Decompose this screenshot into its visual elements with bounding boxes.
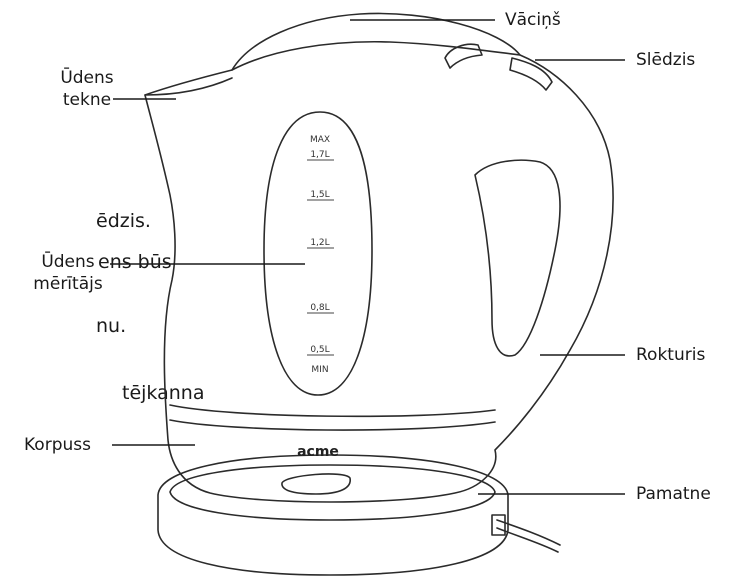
background-text-1: ēdzis. (96, 210, 151, 232)
front-indent (281, 473, 351, 495)
label-spout-line2: tekne (62, 90, 112, 110)
kettle-body-outline (144, 12, 614, 503)
gauge-mark-0-5: 0,5L (310, 345, 329, 355)
label-switch: Slēdzis (636, 50, 696, 70)
body-band-top (169, 404, 496, 418)
background-text-3: nu. (96, 315, 127, 337)
label-gauge: Ūdens mērītājs (28, 251, 108, 295)
lid-outline (231, 40, 521, 71)
power-cord (496, 519, 561, 546)
background-text-2: ens būs (98, 251, 172, 273)
handle-opening (474, 159, 561, 357)
switch-outline (509, 57, 553, 91)
label-base: Pamatne (636, 484, 711, 504)
base-top-ring (169, 464, 496, 521)
lid-button (444, 43, 483, 69)
label-body: Korpuss (24, 435, 91, 455)
gauge-mark-0-8: 0,8L (310, 303, 329, 313)
gauge-mark-max: MAX (310, 135, 330, 145)
label-gauge-line2: mērītājs (33, 274, 103, 294)
background-text-4: tējkanna (122, 382, 205, 404)
body-band-bottom (169, 419, 496, 431)
gauge-mark-1-5: 1,5L (310, 190, 329, 200)
brand-logo: acme (297, 444, 339, 460)
water-gauge-window (263, 111, 373, 396)
label-lid: Vāciņš (505, 10, 561, 30)
label-handle: Rokturis (636, 345, 706, 365)
label-spout-line1: Ūdens (60, 68, 114, 88)
base-outline (157, 454, 509, 576)
gauge-mark-1-2: 1,2L (310, 238, 329, 248)
gauge-mark-1-7: 1,7L (310, 150, 329, 160)
gauge-mark-min: MIN (311, 365, 328, 375)
label-gauge-line1: Ūdens (41, 252, 95, 272)
label-spout: Ūdens tekne (58, 67, 116, 111)
